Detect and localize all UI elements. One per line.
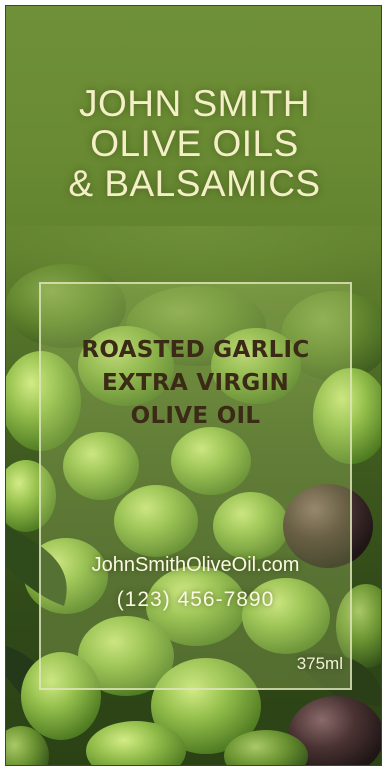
product-line-2: EXTRA VIRGIN: [101, 370, 289, 396]
product-name: ROASTED GARLIC EXTRA VIRGIN OLIVE OIL: [41, 334, 350, 433]
brand-line-3: & BALSAMICS: [68, 163, 321, 204]
product-line-1: ROASTED GARLIC: [81, 337, 310, 363]
brand-line-2: OLIVE OILS: [90, 123, 299, 164]
olives-background-image: [6, 226, 381, 765]
phone-number: (123) 456-7890: [116, 588, 275, 611]
olive-oil-label: JOHN SMITH OLIVE OILS & BALSAMICS ROASTE…: [5, 5, 382, 766]
website-text: JohnSmithOliveOil.com: [91, 554, 300, 576]
product-panel: ROASTED GARLIC EXTRA VIRGIN OLIVE OIL Jo…: [39, 282, 352, 690]
volume-label: 375ml: [296, 654, 343, 673]
contact-info: JohnSmithOliveOil.com (123) 456-7890: [41, 552, 350, 613]
product-line-3: OLIVE OIL: [130, 403, 261, 429]
brand-line-1: JOHN SMITH: [78, 83, 311, 124]
brand-name: JOHN SMITH OLIVE OILS & BALSAMICS: [6, 83, 381, 204]
